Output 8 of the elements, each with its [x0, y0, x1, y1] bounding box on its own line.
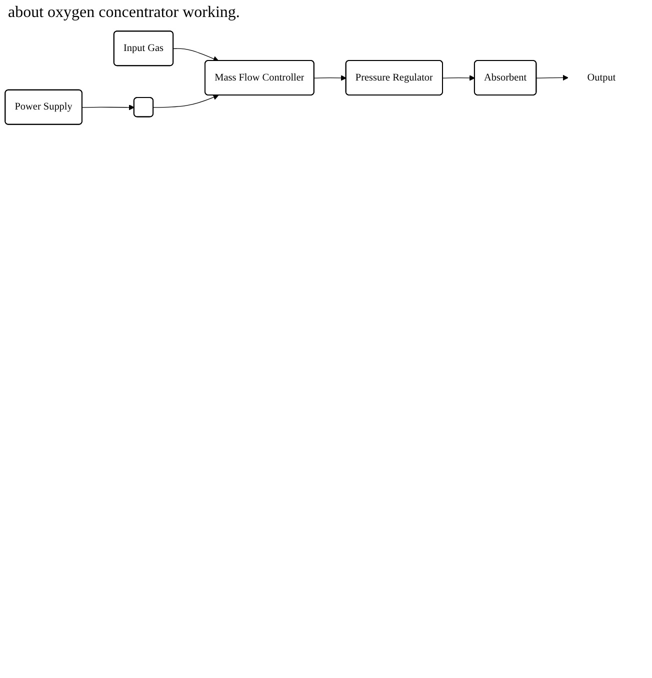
arrow: [314, 75, 346, 81]
arrow: [536, 74, 568, 81]
node-text: Output: [587, 72, 616, 83]
arrow: [173, 48, 219, 62]
arrow: [82, 104, 134, 110]
arrow: [153, 94, 219, 108]
arrow: [442, 75, 476, 81]
note-text: about oxygen concentrator working.: [8, 4, 241, 22]
